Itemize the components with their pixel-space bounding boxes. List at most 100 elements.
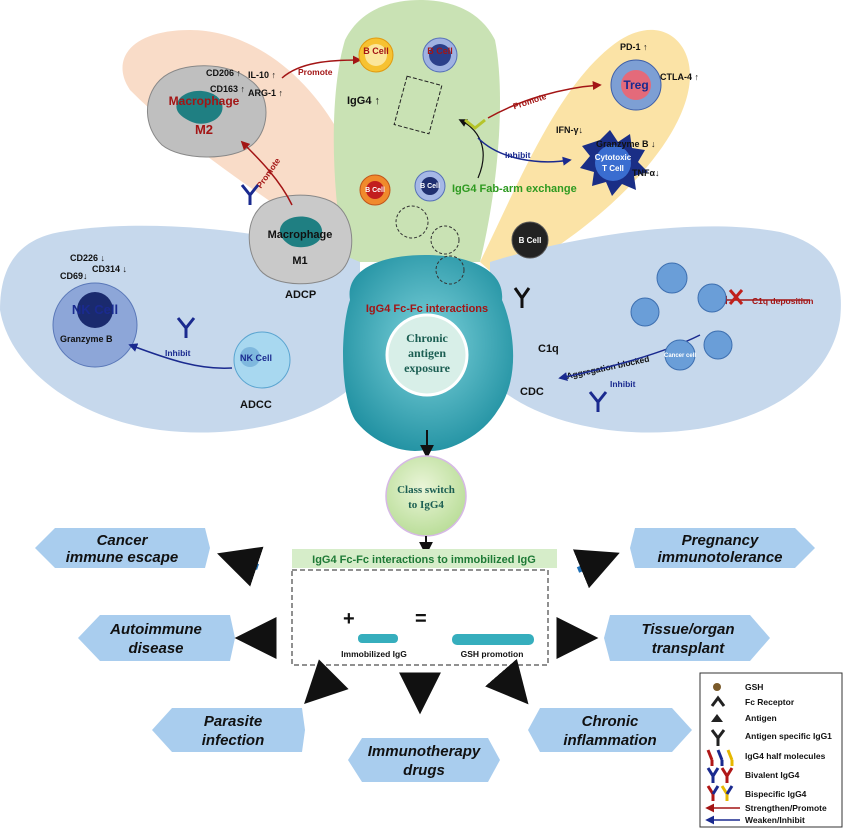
cancer-cell-3 (630, 297, 660, 327)
banner-tissue-1: Tissue/organ (641, 621, 734, 638)
cytotoxic-label-2: T Cell (602, 164, 624, 173)
cd314-label: CD314 ↓ (92, 264, 127, 274)
banner-immuno (348, 738, 500, 782)
chronic-exposure-circle (385, 313, 469, 397)
banner-immuno-1: Immunotherapy (368, 743, 481, 760)
banner-autoimmune-2: disease (128, 640, 183, 657)
banner-pregnancy (630, 528, 815, 568)
chronic-text: Chronic (406, 331, 448, 345)
cdc-label: CDC (520, 386, 544, 398)
cytotoxic-label-1: Cytotoxic (595, 153, 632, 162)
cd226-label: CD226 ↓ (70, 253, 105, 263)
macrophage-m1-label: Macrophage (268, 229, 333, 241)
banner-tissue-2: transplant (652, 640, 726, 657)
promote-label-right: Promote (512, 91, 548, 111)
b-cell-top-left-label: B Cell (363, 46, 389, 56)
inhibit-arrow-tcell (477, 137, 572, 166)
c1q-label: C1q (538, 343, 559, 355)
class-switch-text-2: to IgG4 (408, 499, 444, 511)
interaction-circle-1 (395, 205, 429, 239)
legend-items: GSH Fc Receptor Antigen Antigen specific… (705, 682, 832, 825)
legend-half: IgG4 half molecules (745, 751, 826, 761)
tnf-label: TNFα↓ (632, 168, 660, 178)
legend-gsh: GSH (745, 682, 763, 692)
banner-parasite-1: Parasite (204, 713, 262, 730)
gsh-base (452, 634, 534, 645)
cancer-cell-label: Cancer cell (664, 353, 696, 359)
inhibit-label-tcell: Inhibit (505, 150, 531, 160)
adcp-label: ADCP (285, 289, 316, 301)
banner-autoimmune-1: Autoimmune (109, 621, 202, 638)
promote-arrow-bcell (281, 55, 362, 79)
cancer-cell-4 (664, 339, 696, 371)
pd1-label: PD-1 ↑ (620, 42, 648, 52)
b-cell-mid-orange-label: B Cell (365, 187, 385, 194)
fab-arm-arrow (458, 119, 484, 179)
banner-chronic-1: Chronic (582, 713, 639, 730)
equals-sign: = (415, 608, 427, 630)
inhibit-label-nk: Inhibit (165, 348, 191, 358)
plus-sign: + (343, 608, 355, 630)
macrophage-m1-nucleus (279, 216, 323, 248)
nk-cell-small (233, 331, 291, 389)
antibody-decor (176, 118, 608, 412)
promote-label-top: Promote (298, 67, 333, 77)
banner-pregnancy-2: immunotolerance (657, 549, 782, 566)
banner-pregnancy-1: Pregnancy (682, 532, 759, 549)
class-switch-text-1: Class switch (397, 484, 455, 496)
banner-cancer (35, 528, 210, 568)
b-cell-yellow-petal-label: B Cell (519, 236, 542, 245)
fab-arm-label: IgG4 Fab-arm exchange (452, 183, 577, 195)
b-cell-mid-orange-nucleus (366, 181, 384, 199)
legend-antigen: Antigen (745, 713, 777, 723)
banner-chronic (528, 708, 692, 752)
cancer-cell-5 (703, 330, 733, 360)
cancer-cell-2 (697, 283, 727, 313)
legend-igg1: Antigen specific IgG1 (745, 731, 832, 741)
interaction-circle-2 (430, 225, 460, 255)
interaction-circle-3 (435, 255, 465, 285)
legend-box (699, 672, 843, 828)
banner-tissue (604, 615, 770, 661)
nk-cell-label: NK Cell (72, 302, 118, 317)
legend-fc-receptor: Fc Receptor (745, 697, 795, 707)
inhibit-label-cdc: Inhibit (610, 379, 636, 389)
class-switch-circle (385, 455, 467, 537)
cancer-cell-1 (656, 262, 688, 294)
outcome-arrows (217, 546, 620, 715)
legend-weaken: Weaken/Inhibit (745, 815, 805, 825)
fab-exchange-box (393, 75, 443, 135)
legend-bivalent: Bivalent IgG4 (745, 770, 800, 780)
macrophage-m2-nucleus (176, 90, 223, 124)
m1-label: M1 (292, 255, 307, 267)
fc-interactions-label: IgG4 Fc-Fc interactions (366, 303, 488, 315)
nk-cell-small-label: NK Cell (240, 353, 272, 363)
exposure-text: exposure (404, 361, 450, 375)
adcc-label: ADCC (240, 399, 272, 411)
nk-cell-small-nucleus (240, 347, 260, 367)
cd163-label: CD163 ↑ (210, 84, 245, 94)
banner-cancer-1: Cancer (97, 532, 149, 549)
banner-autoimmune (78, 615, 235, 661)
banner-parasite (152, 708, 305, 752)
cd69-label: CD69↓ (60, 271, 88, 281)
b-cell-mid-blue-nucleus (421, 177, 439, 195)
legend-strengthen: Strengthen/Promote (745, 803, 827, 813)
cd206-label: CD206 ↑ (206, 68, 241, 78)
b-cell-mid-blue-label: B Cell (420, 183, 440, 190)
ctla4-label: CTLA-4 ↑ (660, 72, 699, 82)
immobilized-igg-label: Immobilized IgG (341, 649, 407, 659)
banner-cancer-2: immune escape (66, 549, 179, 566)
igg4-up-label: IgG4 ↑ (347, 95, 380, 107)
gsh-box (291, 569, 549, 666)
banner-chronic-2: inflammation (563, 732, 656, 749)
b-cell-yellow-petal (511, 221, 549, 259)
b-cell-top-left-nucleus (365, 44, 387, 66)
immobilized-base (358, 634, 398, 643)
x-mark (728, 289, 744, 305)
c1q-deposition-label: C1q deposition (752, 296, 813, 306)
il10-label: IL-10 ↑ (248, 70, 276, 80)
treg-nucleus (621, 70, 651, 100)
m2-label: M2 (195, 122, 213, 137)
banner-parasite-2: infection (202, 732, 265, 749)
